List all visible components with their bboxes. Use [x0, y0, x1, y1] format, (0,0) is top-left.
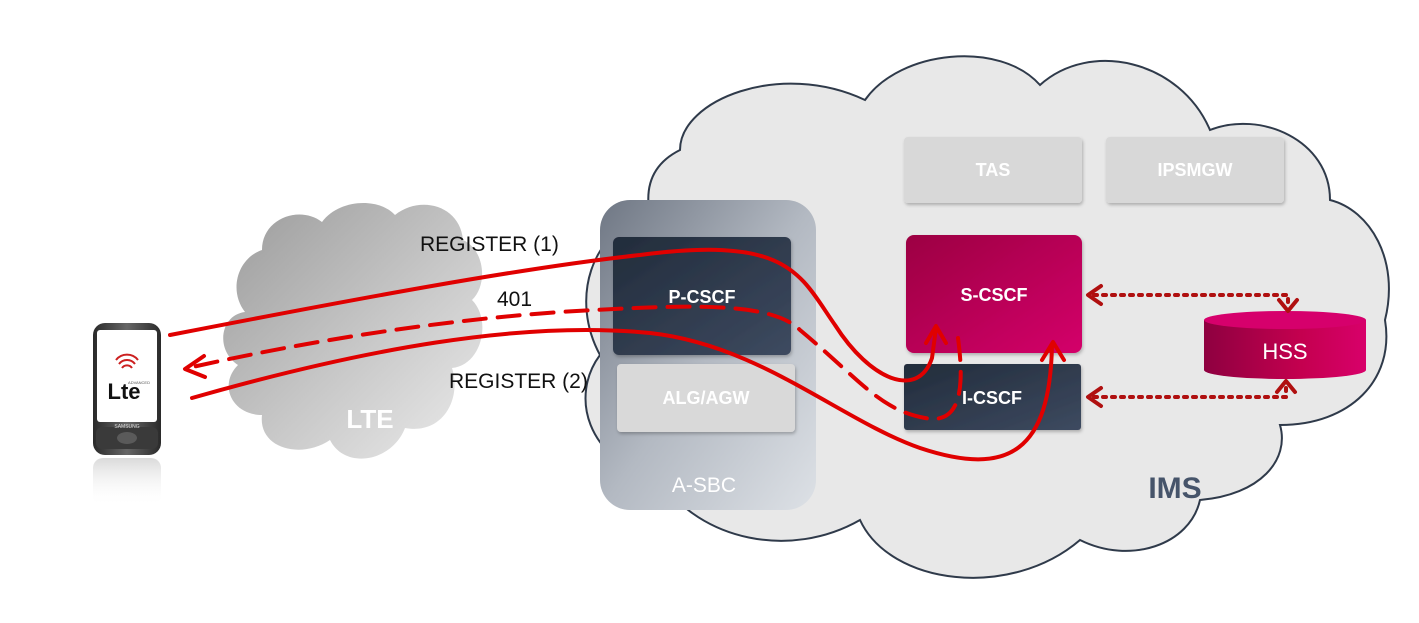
register2-label: REGISTER (2) [449, 370, 588, 393]
ipsmgw-label: IPSMGW [1158, 160, 1233, 180]
response401-label: 401 [497, 288, 532, 311]
signal-waves-icon [115, 353, 139, 369]
response401-arrowhead [183, 354, 207, 379]
alg-agw-label: ALG/AGW [663, 388, 750, 408]
ims-label: IMS [1148, 472, 1201, 505]
tas-box [904, 137, 1082, 203]
phone-logo-subtext: ADVANCED [128, 380, 150, 385]
icscf-hss-link [1092, 384, 1288, 399]
response401-arrow [186, 304, 963, 421]
phone-reflection [93, 458, 161, 506]
lte-cloud [223, 203, 483, 459]
scscf-label: S-CSCF [961, 285, 1028, 305]
phone-brand: SAMSUNG [114, 424, 139, 430]
hss-label: HSS [1262, 339, 1307, 364]
icscf-hss-arrowhead-up [1275, 379, 1297, 394]
asbc-label: A-SBC [672, 474, 736, 497]
register2-arrowhead [1040, 340, 1066, 362]
phone-logo: Lte [108, 379, 141, 404]
tas-label: TAS [976, 160, 1011, 180]
lte-label: LTE [346, 404, 393, 434]
icscf-label: I-CSCF [962, 388, 1022, 408]
alg-agw-box [617, 364, 795, 432]
scscf-hss-arrowhead-down [1277, 298, 1299, 313]
pcscf-label: P-CSCF [669, 287, 736, 307]
pcscf-box [613, 237, 791, 355]
icscf-hss-arrowhead-left [1086, 386, 1103, 408]
hss-database [1204, 311, 1366, 379]
lte-phone [93, 323, 161, 506]
ipsmgw-box [1106, 137, 1284, 203]
register1-arrowhead [924, 324, 948, 345]
signal-flows [168, 247, 1299, 462]
register2-arrow [190, 328, 1054, 462]
scscf-hss-link [1092, 293, 1290, 308]
scscf-hss-arrowhead-left [1086, 284, 1103, 306]
register1-arrow [168, 247, 938, 383]
register1-label: REGISTER (1) [420, 233, 559, 256]
scscf-box [906, 235, 1082, 353]
